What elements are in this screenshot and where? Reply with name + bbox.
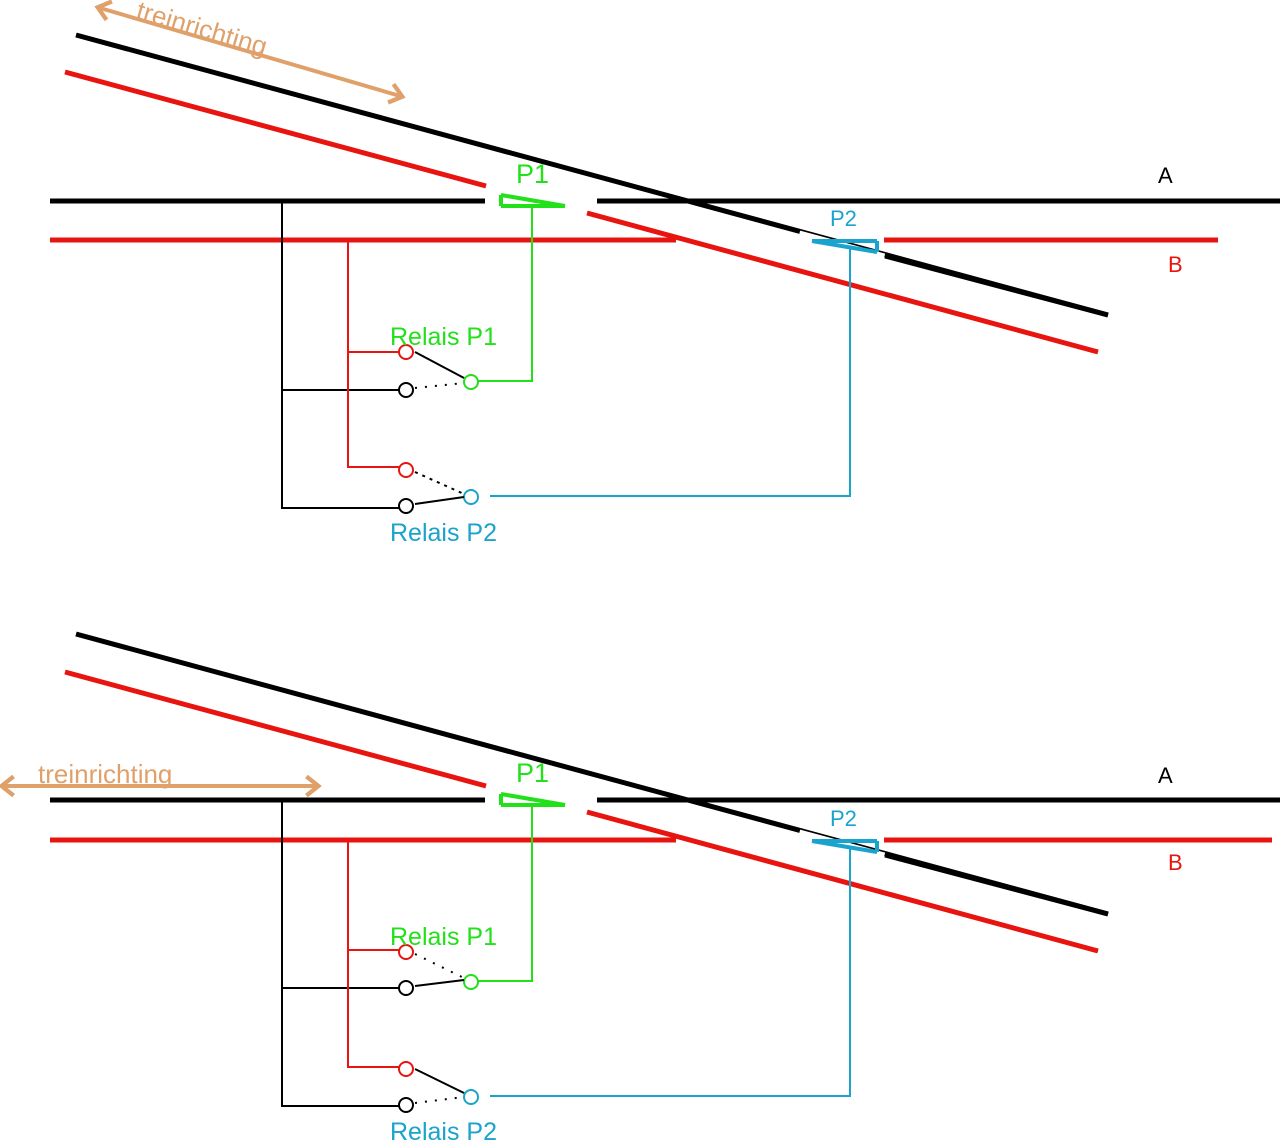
diagonal-rail-b-segment [586, 809, 1099, 954]
diagonal-rail-b [64, 69, 487, 189]
rail-b-label: B [1168, 252, 1183, 277]
direction-label: treinrichting [38, 759, 172, 789]
p1-frog [499, 792, 566, 807]
relay-p2 [398, 462, 479, 514]
relay-p2 [398, 1061, 479, 1113]
p2-wire [490, 846, 851, 1097]
relay-p2-label: Relais P2 [390, 1118, 497, 1142]
relay-p1 [398, 344, 479, 398]
diagonal-rail-a-insulated [884, 253, 1109, 318]
p1-label: P1 [516, 758, 549, 788]
feed-wire-a [281, 800, 400, 1107]
p2-wire [490, 246, 851, 497]
feed-wire-b [347, 240, 400, 468]
relay-p1 [398, 944, 479, 996]
p2-label: P2 [830, 806, 857, 831]
p1-label: P1 [516, 159, 549, 189]
feed-wire-b [347, 840, 400, 1068]
p2-label: P2 [830, 206, 857, 231]
p1-frog [499, 193, 566, 208]
relay-p1-label: Relais P1 [390, 323, 497, 351]
p2-frog [811, 839, 879, 854]
rail-a-label: A [1158, 763, 1173, 788]
p1-wire [478, 206, 533, 382]
direction-arrow: treinrichting [0, 759, 322, 798]
direction-label: treinrichting [133, 0, 270, 61]
rail-a-label: A [1158, 163, 1173, 188]
relay-p1-label: Relais P1 [390, 923, 497, 951]
feed-wire-a [281, 201, 400, 509]
diagonal-rail-a-insulated [884, 852, 1109, 917]
p1-wire [478, 805, 533, 982]
panel-top: treinrichting P1 P2 A B [50, 0, 1280, 547]
panel-bottom: treinrichting P1 P2 A B [0, 631, 1280, 1142]
diagonal-rail-b-segment [586, 210, 1099, 355]
diagonal-rail-b [64, 669, 487, 789]
rail-b-label: B [1168, 850, 1183, 875]
p2-frog [811, 239, 879, 254]
relay-p2-label: Relais P2 [390, 519, 497, 547]
